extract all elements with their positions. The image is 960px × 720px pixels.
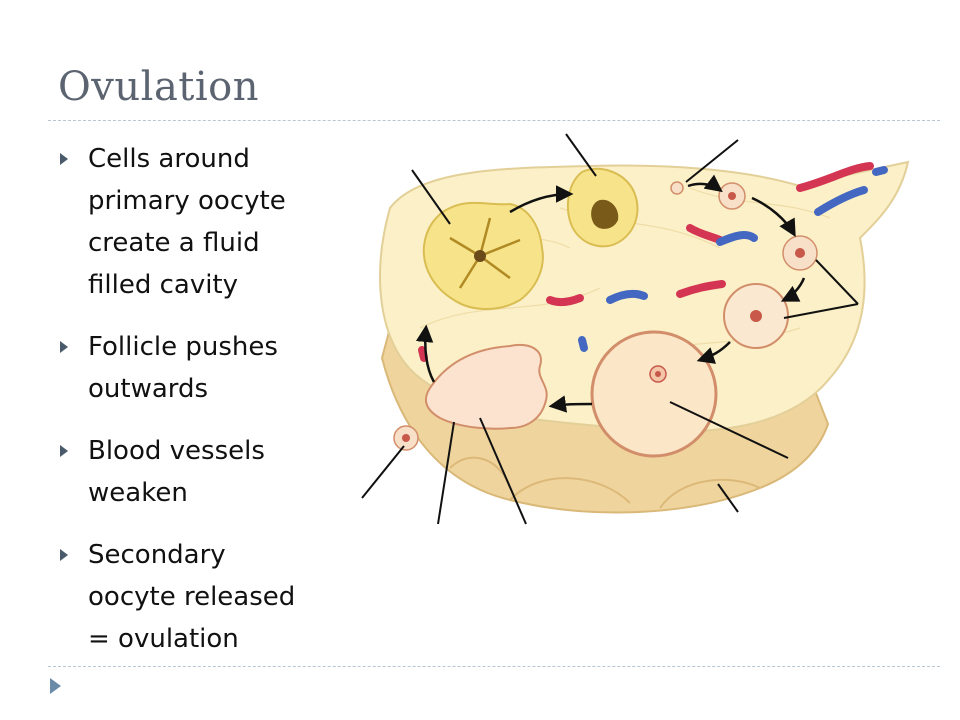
mature-follicle (590, 330, 718, 458)
ovary-diagram (361, 133, 910, 525)
triangle-bullet-icon (60, 445, 68, 457)
bullet-item: Blood vessels weaken (58, 430, 318, 514)
corpus-luteum (422, 201, 544, 310)
development-arrows (415, 174, 806, 413)
secondary-follicle (723, 283, 789, 349)
bullet-text: Blood vessels weaken (88, 436, 265, 508)
bullet-item: Follicle pushes outwards (58, 326, 318, 410)
title-divider (48, 120, 940, 121)
triangle-bullet-icon (60, 549, 68, 561)
bullet-text: Follicle pushes outwards (88, 332, 278, 404)
growing-follicle (782, 235, 818, 271)
corpus-albicans (566, 167, 639, 248)
label-leader-lines (361, 133, 859, 525)
primordial-follicle (670, 181, 684, 195)
bullet-text: Secondary oocyte released = ovulation (88, 540, 296, 654)
footer-divider (48, 666, 940, 667)
bullet-item: Secondary oocyte released = ovulation (58, 534, 318, 660)
triangle-bullet-icon (60, 153, 68, 165)
bullet-item: Cells around primary oocyte create a flu… (58, 138, 318, 306)
slide-title: Ovulation (58, 64, 260, 110)
ruptured-follicle (424, 344, 548, 430)
bullet-list: Cells around primary oocyte create a flu… (58, 138, 318, 680)
slide-nav-arrow-icon (50, 678, 61, 694)
primary-follicle (718, 182, 746, 210)
ovulated-oocyte (393, 425, 419, 451)
triangle-bullet-icon (60, 341, 68, 353)
veins (578, 166, 888, 352)
bullet-text: Cells around primary oocyte create a flu… (88, 144, 286, 300)
